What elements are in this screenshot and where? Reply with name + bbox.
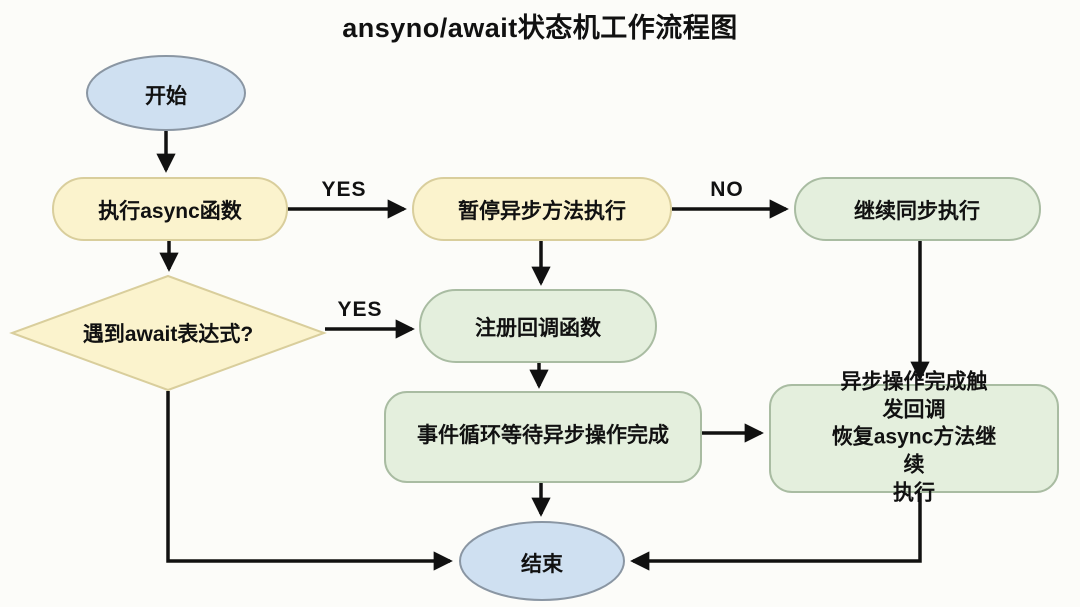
end-node-label: 结束: [521, 553, 563, 576]
pause-async-node-label: 暂停异步方法执行: [458, 200, 626, 223]
diagram-title: ansyno/await状态机工作流程图: [342, 13, 738, 43]
register-callback-node-label: 注册回调函数: [475, 317, 601, 340]
pause-async-node-shape: [412, 177, 672, 241]
end-node-shape: [459, 521, 625, 601]
resume-async-node-label: 异步操作完成触发回调 恢复async方法继续 执行: [831, 370, 997, 505]
exec-async-node-label: 执行async函数: [98, 200, 242, 223]
resume-async-node-shape: [769, 384, 1059, 493]
exec-async-node-shape: [52, 177, 288, 241]
continue-sync-node-label: 继续同步执行: [854, 200, 980, 223]
edge-resume-to-end: [630, 493, 922, 571]
edge-label-yes-exec-pause: YES: [321, 178, 367, 201]
event-loop-node-shape: [384, 391, 702, 483]
await-decision-node-shape: [9, 274, 327, 392]
register-callback-node-shape: [419, 289, 657, 363]
start-node-label: 开始: [145, 85, 187, 108]
await-decision-node-label: 遇到await表达式?: [82, 323, 254, 346]
start-node-shape: [86, 55, 246, 131]
edge-label-no-pause-continue: NO: [710, 178, 744, 201]
edge-label-yes-decision-register: YES: [337, 298, 383, 321]
continue-sync-node-shape: [794, 177, 1041, 241]
edge-decision-to-end: [166, 391, 453, 571]
event-loop-node-label: 事件循环等待异步操作完成: [417, 424, 669, 447]
